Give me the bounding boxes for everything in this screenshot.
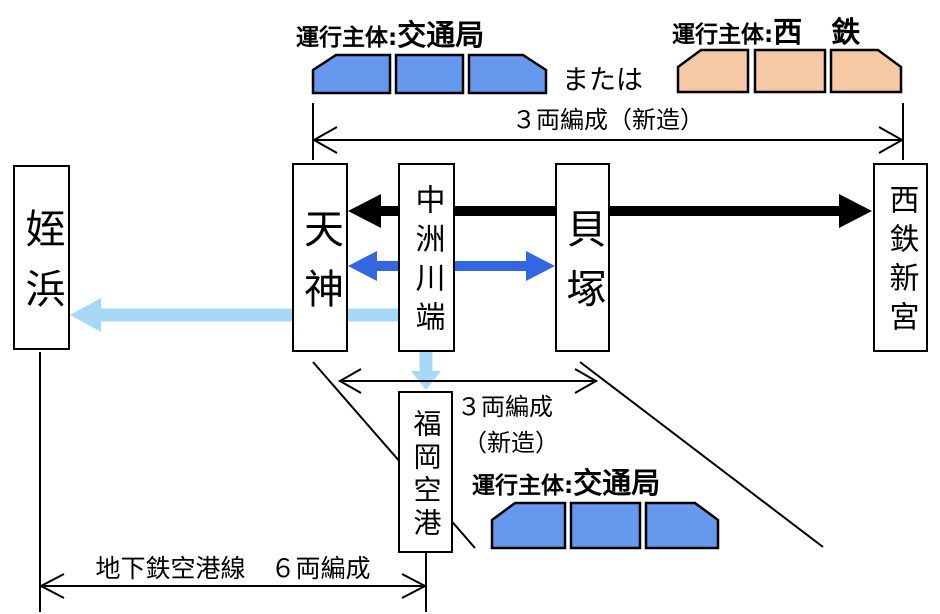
station-name: 福岡空港 bbox=[409, 408, 443, 541]
route-arrow-airport bbox=[411, 352, 441, 390]
train-car-icon bbox=[467, 53, 548, 95]
operator-value: 交通局 bbox=[397, 18, 485, 52]
station-box-kaizuka: 貝塚 bbox=[555, 163, 610, 352]
station-name: 天神 bbox=[297, 207, 343, 328]
arrowhead-right-icon bbox=[839, 194, 872, 228]
station-name: 中洲川端 bbox=[409, 184, 445, 340]
station-name: 姪浜 bbox=[18, 207, 65, 328]
open-arrowhead-left-icon bbox=[38, 573, 65, 599]
train-car-icon bbox=[829, 48, 903, 94]
train-car-icon bbox=[644, 501, 720, 550]
train-blue-top bbox=[311, 53, 548, 95]
open-arrowhead-left-icon bbox=[337, 368, 362, 394]
operator-value: 交通局 bbox=[573, 466, 661, 500]
station-name: 西鉄新宮 bbox=[883, 184, 919, 340]
arrowhead-right-icon bbox=[526, 251, 555, 281]
or-text: または bbox=[562, 65, 643, 96]
train-car-icon bbox=[394, 53, 465, 95]
train-blue-bottom bbox=[490, 501, 720, 550]
arrowhead-left-icon bbox=[70, 298, 101, 332]
station-box-nakasukawabata: 中洲川端 bbox=[398, 163, 455, 352]
operator-value: 西 鉄 bbox=[773, 15, 861, 49]
route-arrow-meinohama bbox=[70, 298, 426, 332]
train-peach-top bbox=[676, 48, 903, 94]
station-box-fukuokakuko: 福岡空港 bbox=[398, 391, 453, 553]
operator-label-top-right: 運行主体:西 鉄 bbox=[672, 9, 860, 51]
middle-formation-label-line1: ３両編成 bbox=[457, 393, 553, 421]
train-car-icon bbox=[676, 48, 750, 94]
train-car-icon bbox=[569, 501, 642, 550]
operator-label-bottom: 運行主体:交通局 bbox=[472, 460, 660, 502]
operator-label-top-left: 運行主体:交通局 bbox=[296, 12, 484, 54]
top-formation-label: ３両編成（新造） bbox=[512, 106, 704, 134]
operator-prefix: 運行主体: bbox=[672, 22, 774, 48]
station-box-tenjin: 天神 bbox=[292, 163, 348, 352]
station-box-nishitetsushingu: 西鉄新宮 bbox=[873, 163, 928, 352]
bottom-formation-dimension-arrow bbox=[38, 573, 428, 599]
open-arrowhead-right-icon bbox=[401, 573, 428, 599]
station-box-meinohama: 姪浜 bbox=[13, 165, 70, 350]
train-car-icon bbox=[490, 501, 567, 550]
open-arrowhead-left-icon bbox=[311, 126, 338, 154]
station-name: 貝塚 bbox=[559, 207, 606, 328]
top-formation-dimension-arrow bbox=[311, 103, 905, 160]
arrowhead-left-icon bbox=[348, 251, 377, 281]
middle-formation-label-line2: （新造） bbox=[463, 429, 559, 457]
arrowhead-left-icon bbox=[348, 194, 381, 228]
open-arrowhead-right-icon bbox=[574, 368, 599, 394]
operator-prefix: 運行主体: bbox=[296, 25, 398, 51]
train-car-icon bbox=[753, 48, 827, 94]
bottom-formation-label: 地下鉄空港線 ６両編成 bbox=[95, 554, 371, 583]
diagonal-line-right bbox=[579, 361, 824, 548]
open-arrowhead-right-icon bbox=[878, 126, 905, 154]
middle-formation-dimension-arrow bbox=[337, 368, 599, 394]
train-car-icon bbox=[311, 53, 392, 95]
operator-prefix: 運行主体: bbox=[472, 473, 574, 499]
